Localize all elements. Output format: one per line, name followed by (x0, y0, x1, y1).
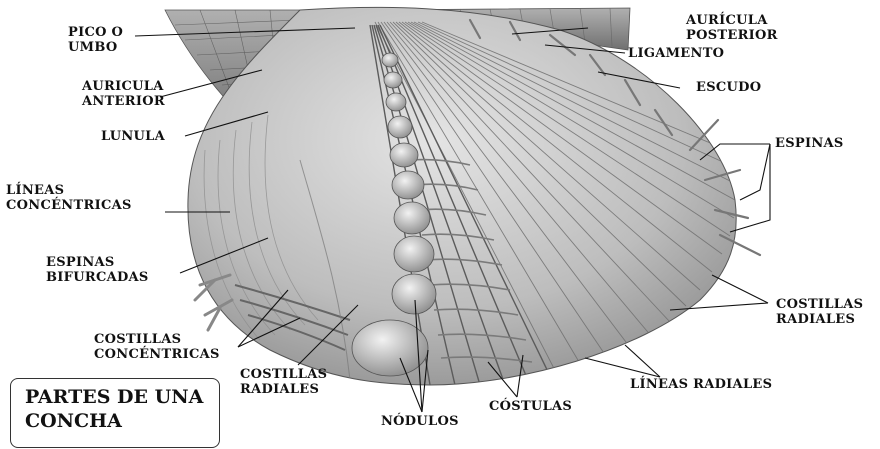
label-aur-post-line1: AURÍCULA (686, 13, 778, 28)
label-aur-ant-line1: AURICULA (82, 79, 165, 94)
label-aur-post-line2: POSTERIOR (686, 28, 778, 43)
diagram-title: PARTES DE UNA CONCHA (25, 385, 203, 433)
label-esp-bif-line1: ESPINAS (46, 255, 149, 270)
label-costillas-radiales-bottom: COSTILLAS RADIALES (240, 367, 327, 397)
title-line2: CONCHA (25, 409, 203, 433)
label-pico-line1: PICO O (68, 25, 123, 40)
label-cost-rad-r-line1: COSTILLAS (776, 297, 863, 312)
title-box: PARTES DE UNA CONCHA (10, 378, 220, 448)
label-ligamento: LIGAMENTO (628, 46, 724, 61)
label-lineas-concentricas: LÍNEAS CONCÉNTRICAS (6, 183, 132, 213)
label-espinas: ESPINAS (775, 136, 844, 151)
label-auricula-anterior: AURICULA ANTERIOR (82, 79, 165, 109)
label-cost-rad-b-line1: COSTILLAS (240, 367, 327, 382)
label-esp-bif-line2: BIFURCADAS (46, 270, 149, 285)
label-lunula: LUNULA (101, 129, 165, 144)
label-auricula-posterior: AURÍCULA POSTERIOR (686, 13, 778, 43)
label-costillas-concentricas: COSTILLAS CONCÉNTRICAS (94, 332, 220, 362)
label-aur-ant-line2: ANTERIOR (82, 94, 165, 109)
label-lineas-radiales: LÍNEAS RADIALES (630, 377, 772, 392)
label-pico-umbo: PICO O UMBO (68, 25, 123, 55)
label-pico-line2: UMBO (68, 40, 123, 55)
label-escudo: ESCUDO (696, 80, 761, 95)
label-cost-rad-b-line2: RADIALES (240, 382, 327, 397)
label-costillas-radiales-right: COSTILLAS RADIALES (776, 297, 863, 327)
label-lin-conc-line2: CONCÉNTRICAS (6, 198, 132, 213)
label-nodulos: NÓDULOS (381, 414, 459, 429)
label-espinas-bifurcadas: ESPINAS BIFURCADAS (46, 255, 149, 285)
label-cost-rad-r-line2: RADIALES (776, 312, 863, 327)
shell-body (188, 7, 736, 385)
label-cost-conc-line1: COSTILLAS (94, 332, 220, 347)
label-cost-conc-line2: CONCÉNTRICAS (94, 347, 220, 362)
title-line1: PARTES DE UNA (25, 385, 203, 409)
label-costulas: CÓSTULAS (489, 399, 572, 414)
label-lin-conc-line1: LÍNEAS (6, 183, 132, 198)
